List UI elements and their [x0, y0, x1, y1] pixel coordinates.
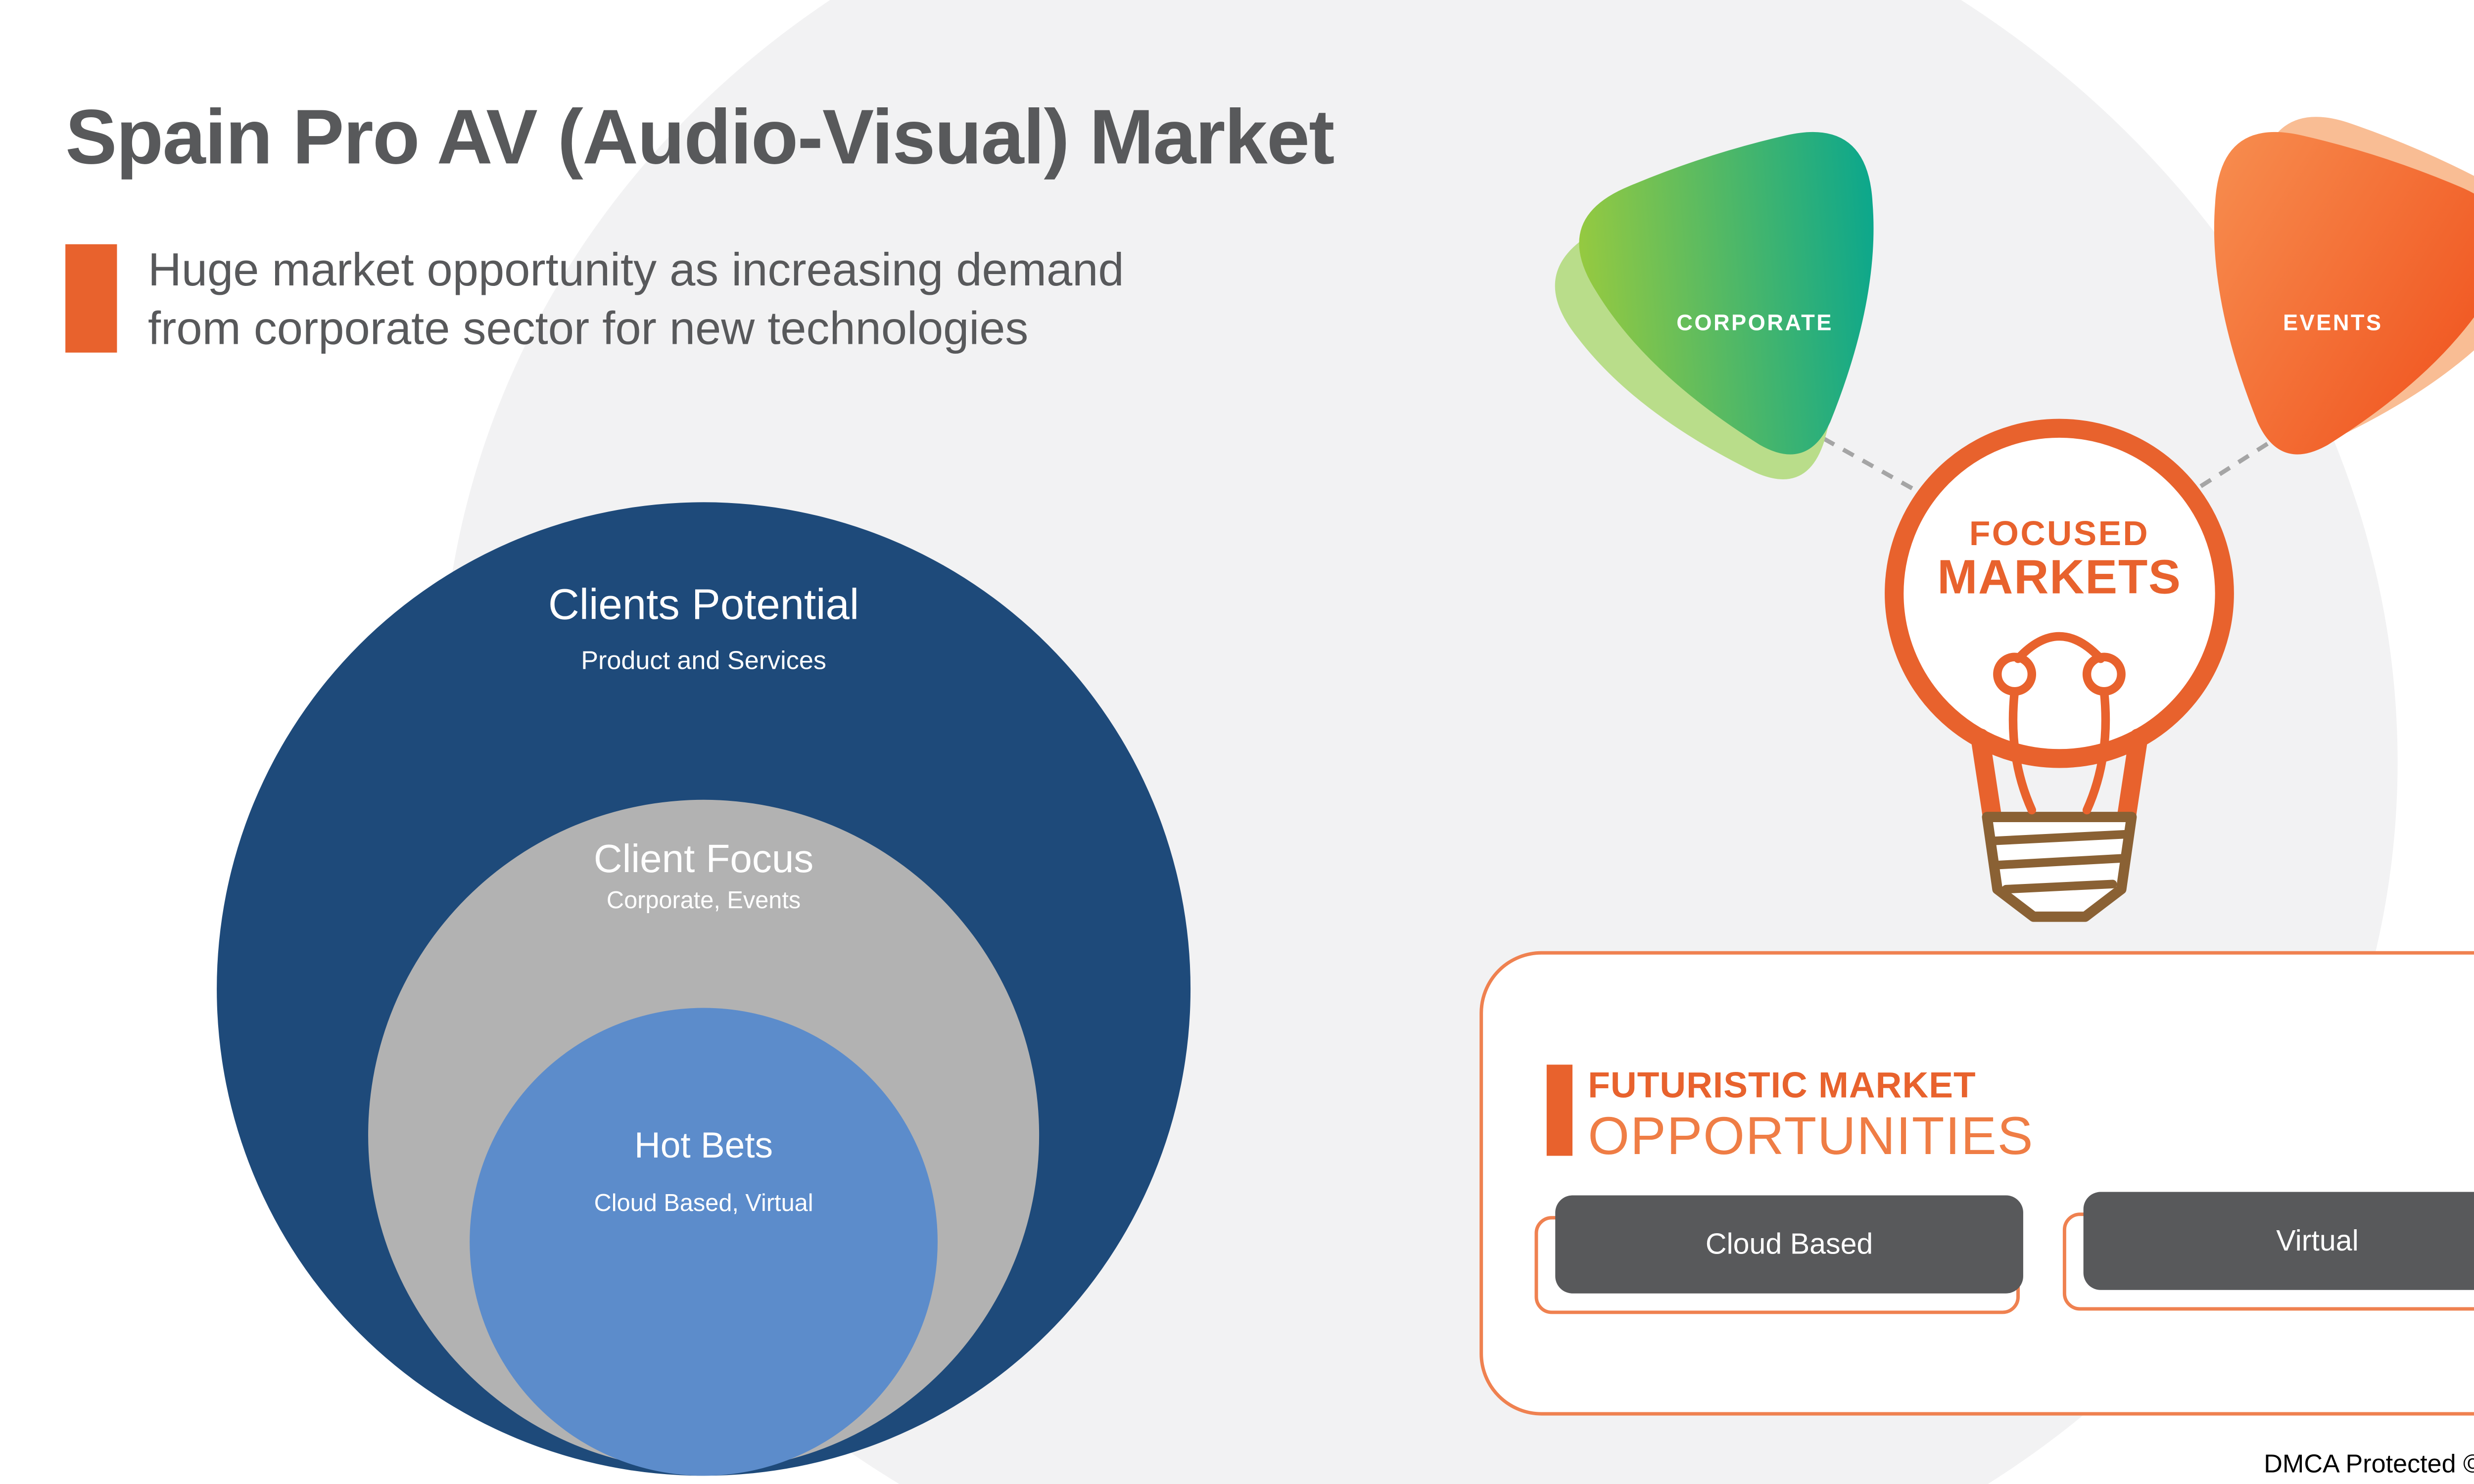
bulb-thread-2 — [1991, 854, 2128, 870]
corporate-label: CORPORATE — [1676, 310, 1833, 335]
venn-outer-title: Clients Potential — [548, 581, 859, 630]
bulb-filament-stem-left — [2008, 687, 2037, 815]
subtitle-line-2: from corporate sector for new technologi… — [148, 302, 1029, 354]
bulb-thread-1 — [1986, 830, 2133, 845]
venn-middle-subtitle: Corporate, Events — [606, 885, 801, 914]
bulb-thread-3 — [2001, 880, 2117, 894]
page-title: Spain Pro AV (Audio-Visual) Market — [65, 93, 1334, 181]
venn-inner-title: Hot Bets — [634, 1126, 773, 1166]
connector-corporate — [1822, 436, 1962, 518]
events-node — [2214, 117, 2474, 455]
bulb-neck-right — [2117, 728, 2148, 827]
virtual-chip[interactable]: Virtual — [2083, 1192, 2474, 1290]
venn-middle-title: Client Focus — [593, 835, 814, 881]
opportunities-panel: FUTURISTIC MARKET OPPORTUNITIES Cloud Ba… — [1479, 951, 2474, 1416]
events-label: EVENTS — [2283, 310, 2383, 335]
opportunities-heading-line-1: FUTURISTIC MARKET — [1588, 1066, 1976, 1106]
events-node-shape — [2214, 132, 2474, 455]
opportunities-accent-bar — [1546, 1065, 1572, 1156]
venn-inner-circle — [470, 1008, 938, 1476]
focused-markets-graphic: CORPORATE EVENTS FOCUSED MARKETS — [1555, 117, 2474, 922]
corporate-node-shape — [1579, 132, 1874, 455]
light-bulb-icon: FOCUSED MARKETS — [1885, 418, 2234, 922]
bulb-title-line-2: MARKETS — [1937, 550, 2181, 604]
venn-inner-subtitle: Cloud Based, Virtual — [594, 1188, 813, 1216]
subtitle-line-1: Huge market opportunity as increasing de… — [148, 244, 1124, 296]
corporate-node — [1555, 132, 1874, 479]
bulb-title-line-1: FOCUSED — [1969, 514, 2149, 553]
subtitle: Huge market opportunity as increasing de… — [148, 242, 1124, 358]
cloud-based-chip[interactable]: Cloud Based — [1555, 1195, 2023, 1294]
title-accent-bar — [65, 244, 117, 353]
bulb-glass — [1885, 418, 2234, 768]
dmca-footer: DMCA Protected © DataBridge — [2264, 1450, 2474, 1480]
venn-outer-subtitle: Product and Services — [581, 647, 826, 676]
bulb-neck-left — [1970, 728, 2002, 827]
opportunities-heading-line-2: OPPORTUNITIES — [1588, 1106, 2034, 1166]
bulb-filament-stem-right — [2082, 687, 2110, 815]
bulb-filament-arc — [2013, 632, 2105, 663]
